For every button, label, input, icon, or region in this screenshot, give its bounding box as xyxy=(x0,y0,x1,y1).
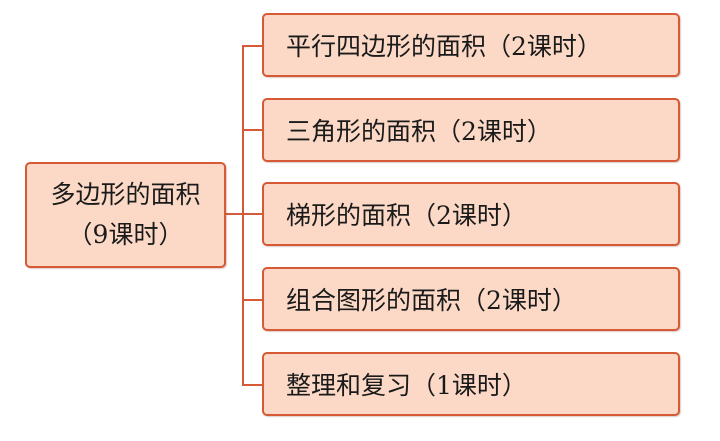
child-label: 平行四边形的面积（2课时） xyxy=(286,32,602,61)
child-label: 三角形的面积（2课时） xyxy=(286,117,552,146)
branch-connector-5 xyxy=(242,384,262,386)
child-label: 梯形的面积（2课时） xyxy=(286,201,527,230)
child-label: 整理和复习（1课时） xyxy=(286,371,527,400)
child-node-1: 平行四边形的面积（2课时） xyxy=(262,13,680,77)
child-node-2: 三角形的面积（2课时） xyxy=(262,98,680,162)
child-node-5: 整理和复习（1课时） xyxy=(262,352,680,416)
root-connector xyxy=(226,213,244,215)
root-node: 多边形的面积 （9课时） xyxy=(25,162,226,268)
branch-connector-3 xyxy=(242,213,262,215)
branch-connector-2 xyxy=(242,129,262,131)
child-node-3: 梯形的面积（2课时） xyxy=(262,182,680,246)
child-label: 组合图形的面积（2课时） xyxy=(286,286,577,315)
branch-connector-4 xyxy=(242,299,262,301)
root-hours: （9课时） xyxy=(67,220,184,249)
root-title: 多边形的面积 xyxy=(50,180,201,209)
child-node-4: 组合图形的面积（2课时） xyxy=(262,267,680,331)
branch-connector-1 xyxy=(242,45,262,47)
trunk-line xyxy=(242,45,244,386)
